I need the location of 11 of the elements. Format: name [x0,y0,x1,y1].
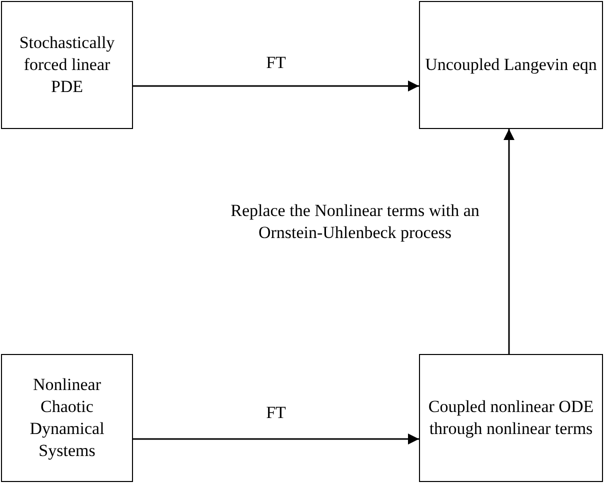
process-box [1,1,133,129]
box-label: Uncoupled Langevin eqn [425,54,597,76]
process-box [419,1,603,129]
box-label: Coupled nonlinear ODE through nonlinear terms [427,396,595,440]
arrow [133,434,419,444]
box-label: Stochastically forced linear PDE [18,32,116,98]
arrow [504,129,514,354]
arrow [133,80,419,92]
process-box [419,354,603,482]
process-box [1,354,133,482]
box-label: Nonlinear Chaotic Dynamical Systems [28,374,106,462]
